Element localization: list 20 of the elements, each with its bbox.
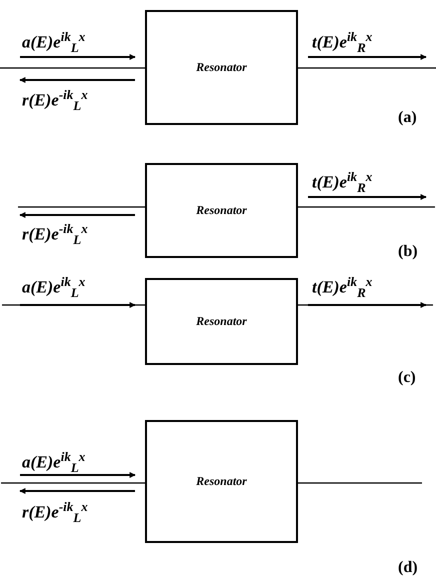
- panel-label: (c): [398, 370, 416, 386]
- line: [298, 482, 422, 484]
- resonator-box: [145, 278, 298, 365]
- panel-label: (a): [398, 110, 417, 126]
- line: [1, 482, 145, 484]
- node-label: Resonator: [196, 474, 247, 489]
- line: [0, 67, 145, 69]
- line: [298, 304, 433, 306]
- line: [2, 304, 145, 306]
- node-label: Resonator: [196, 60, 247, 75]
- line: [298, 67, 436, 69]
- panel-label: (b): [398, 244, 418, 260]
- line: [18, 206, 145, 208]
- node-label: Resonator: [196, 314, 247, 329]
- node-label: Resonator: [196, 203, 247, 218]
- line: [298, 206, 435, 208]
- resonator-box: [145, 10, 298, 125]
- resonator-box: [145, 163, 298, 258]
- panel-label: (d): [398, 560, 418, 576]
- resonator-box: [145, 420, 298, 543]
